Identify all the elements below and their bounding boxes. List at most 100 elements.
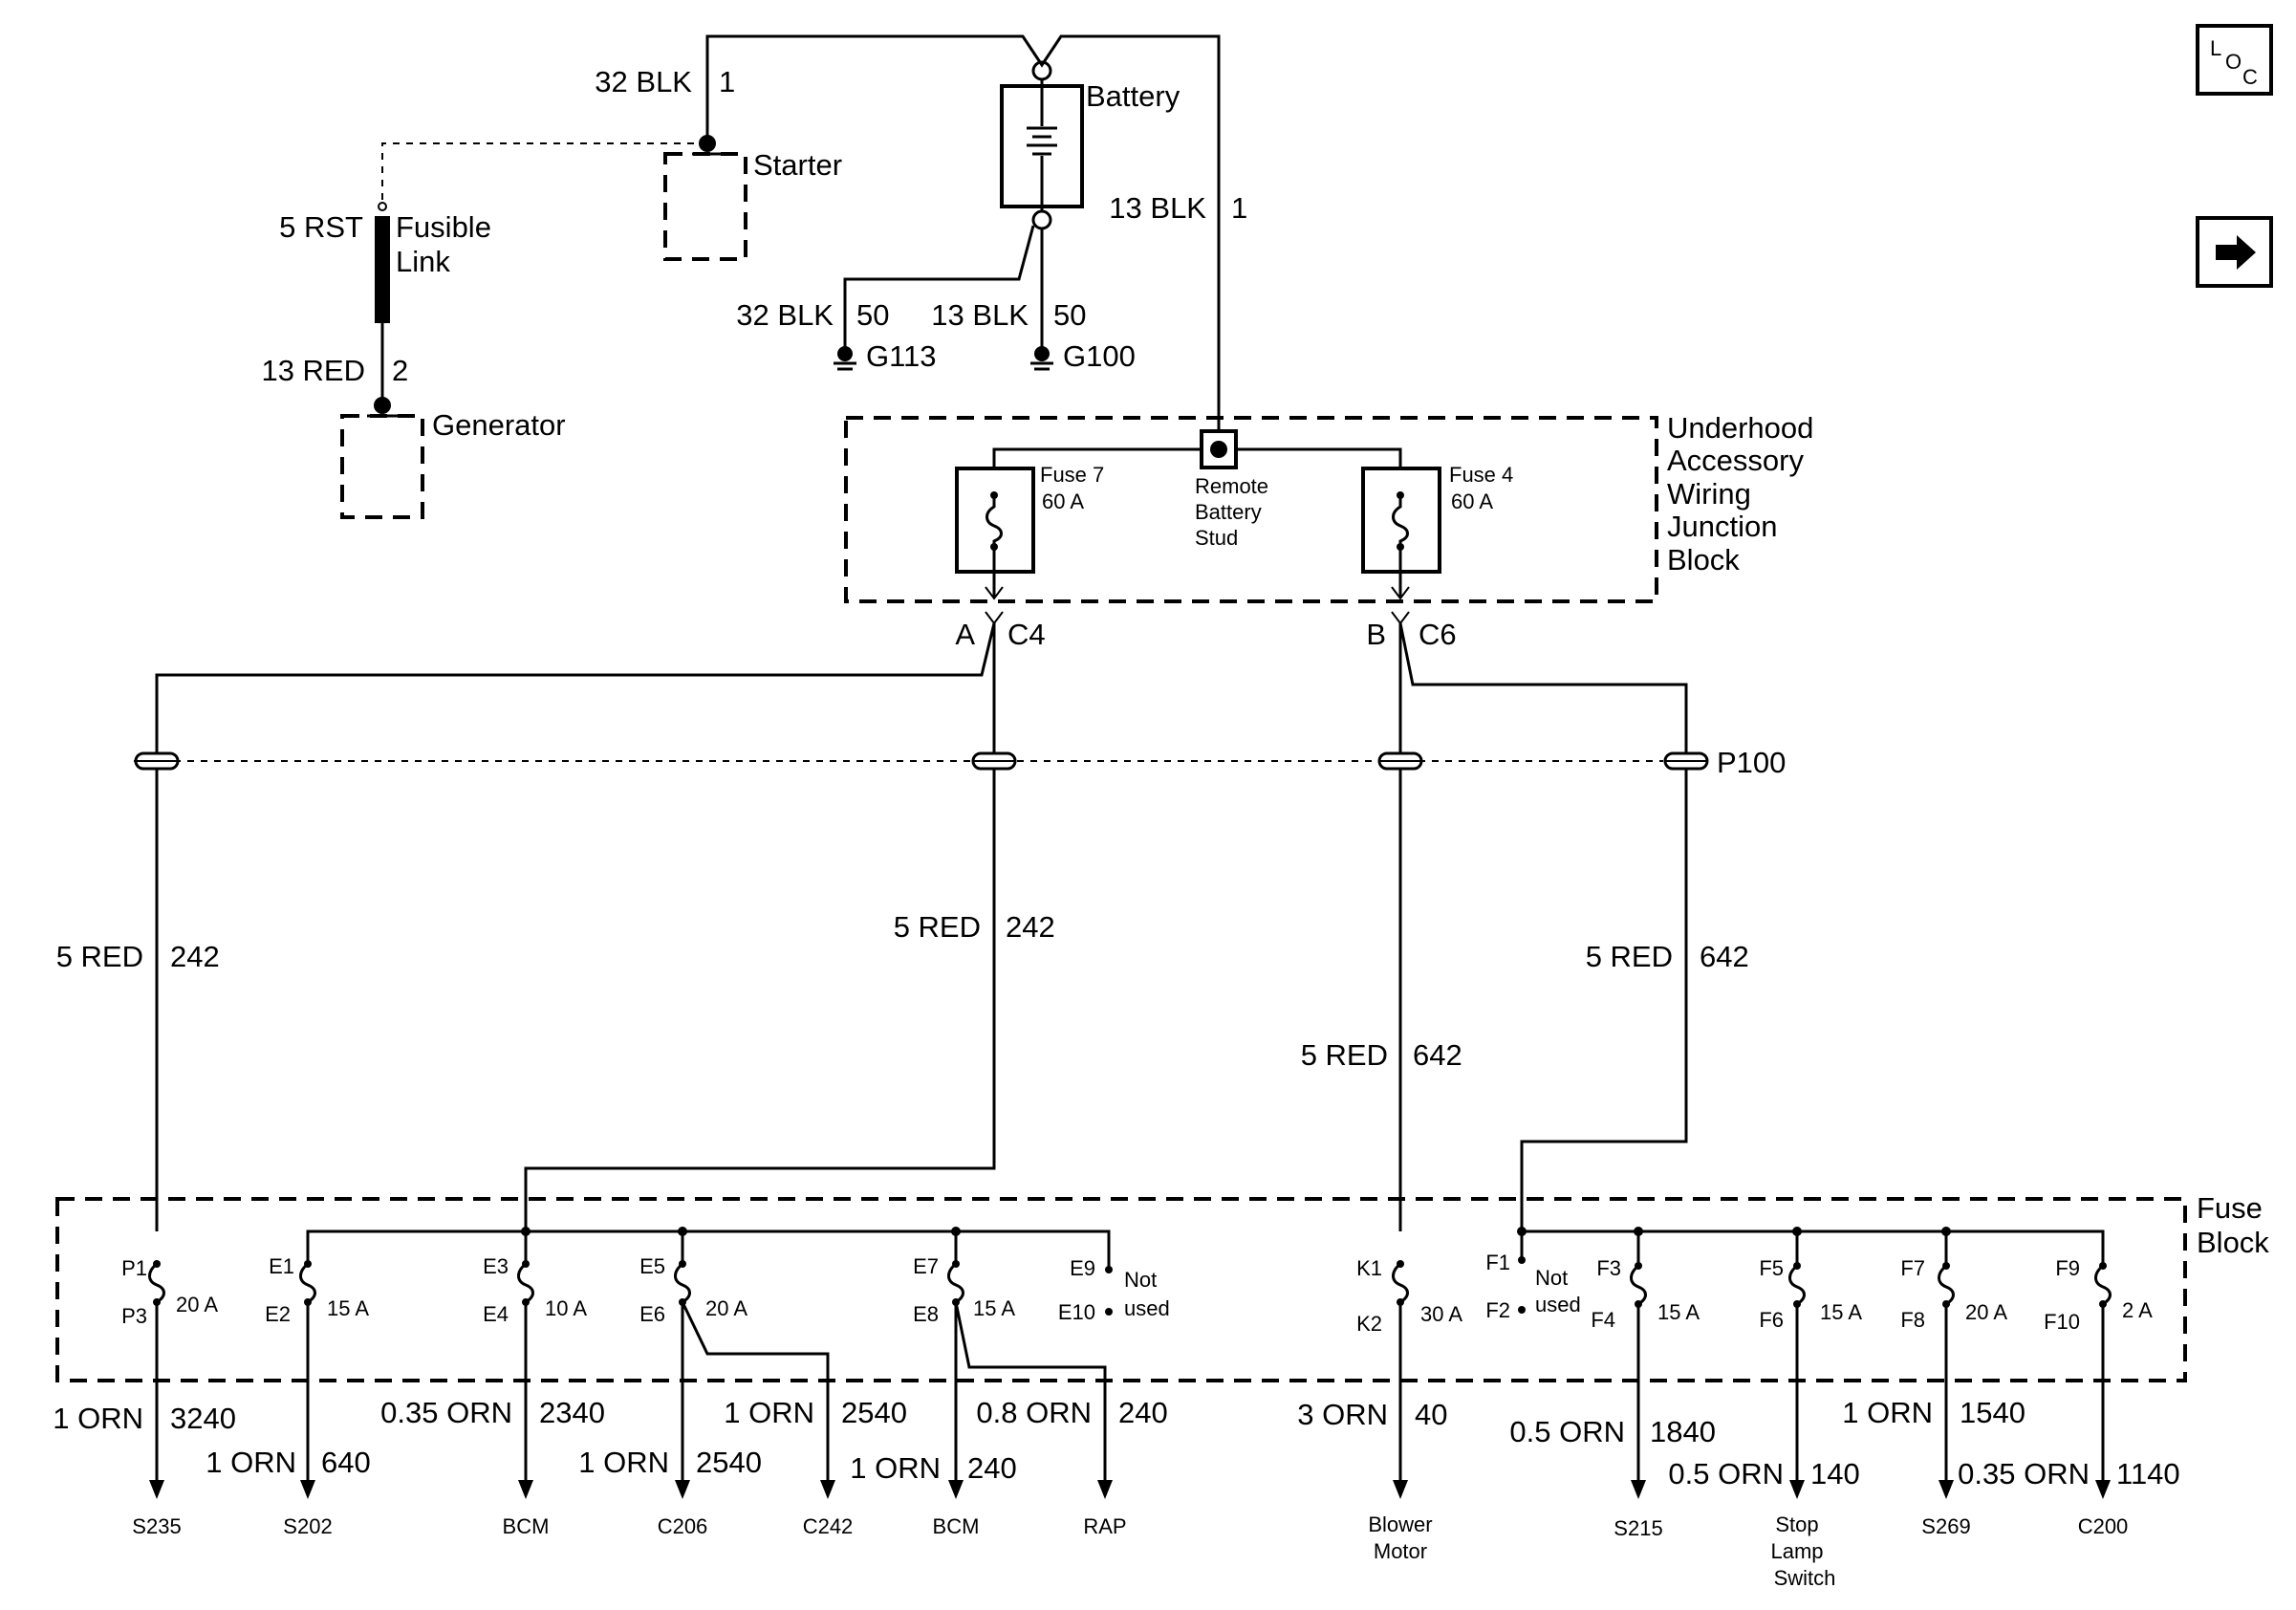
out-5-circuit: 2540 [841,1396,907,1429]
out-1-wire: 1 ORN [53,1402,143,1435]
out-8-wire: 3 ORN [1297,1398,1388,1431]
junction-pin-label: 1 [1231,191,1247,225]
out-3-wire: 0.35 ORN [380,1396,512,1429]
fuse-k1-k2 [1392,1260,1409,1306]
mid-wire-1-label: 5 RED [56,940,143,973]
fuse-block: Fuse Block [55,1191,2269,1382]
out-11-wire: 1 ORN [1842,1396,1933,1429]
out-1-circuit: 3240 [170,1402,236,1435]
generator-label: Generator [432,408,566,442]
fuse-f7-f8 [1938,1231,1955,1308]
fuse-label-e7: E7 [913,1254,939,1278]
dest-blower-1: Blower [1368,1512,1432,1536]
out-9-circuit: 1840 [1650,1415,1716,1448]
fusible-wire-label: 5 RST [279,210,363,244]
fuse-label-f2: F2 [1485,1298,1510,1322]
component-locator-button[interactable]: L O C [2196,24,2273,96]
fuse-label-f10: F10 [2044,1310,2080,1334]
fuse-rating-f1-1: Not [1535,1266,1568,1290]
junction-wire-label: 13 BLK [1109,191,1206,225]
output-wiring: 1 ORN 3240 1 ORN 640 0.35 ORN 2340 1 ORN… [53,1301,2180,1590]
fuse-block-title-2: Block [2197,1226,2269,1259]
junction-block-title-4: Junction [1667,510,1777,543]
fuse-label-e10: E10 [1058,1300,1095,1324]
fuse-4-rating: 60 A [1451,490,1493,513]
fuse-f3-f4 [1630,1231,1647,1308]
dest-stop-2: Lamp [1770,1539,1823,1563]
fuse-rating-f1-2: used [1535,1293,1581,1316]
fuse-label-e6: E6 [639,1302,665,1326]
out-2-wire: 1 ORN [206,1446,296,1479]
out-10-circuit: 140 [1810,1457,1860,1490]
battery-label: Battery [1086,79,1180,113]
fuse-label-f8: F8 [1900,1308,1925,1332]
fuse-f5-f6 [1788,1231,1806,1308]
stud-label-2: Battery [1195,500,1262,524]
loc-letter-c: C [2242,65,2258,89]
ground-g100-icon [1030,346,1053,371]
fusible-link-label-1: Fusible [396,210,491,244]
out-4-circuit: 2540 [696,1446,762,1479]
p100-label: P100 [1717,746,1786,779]
fuse-label-f7: F7 [1900,1256,1925,1280]
mid-wiring: P100 5 RED 242 5 RED 242 5 RED 642 5 RED… [56,622,1786,1231]
out-7-circuit: 240 [1118,1396,1168,1429]
fuse-rating-e5: 20 A [705,1296,747,1320]
p100-connector-4 [1663,751,1709,771]
junction-block-title-1: Underhood [1667,411,1813,445]
connector-a-label: A [955,618,975,651]
fuse-rating-k1: 30 A [1420,1302,1462,1326]
gen-wire-label: 13 RED [261,354,365,387]
fuse-f1-f2 [1518,1252,1526,1314]
out-4-wire: 1 ORN [578,1446,669,1479]
junction-block-title-5: Block [1667,543,1740,577]
next-page-button[interactable] [2196,216,2273,288]
dest-stop-3: Switch [1774,1566,1836,1590]
starter-label: Starter [753,148,842,182]
fuse-rating-f9: 2 A [2122,1298,2153,1322]
fuse-block-title-1: Fuse [2197,1191,2263,1225]
fuse-label-f3: F3 [1596,1256,1621,1280]
fuse-rating-e1: 15 A [327,1296,369,1320]
fuse-rating-e9-2: used [1124,1296,1170,1320]
fuse-e7-e8 [947,1231,964,1306]
ground-g113-icon [834,346,856,371]
fuse-label-f5: F5 [1759,1256,1784,1280]
out-7-wire: 0.8 ORN [976,1396,1092,1429]
fuse-label-e8: E8 [913,1302,939,1326]
fuse-rating-f3: 15 A [1657,1300,1700,1324]
fuse-7-rating: 60 A [1042,490,1084,513]
fuse-7-name: Fuse 7 [1040,463,1104,487]
fuse-e9-e10 [1105,1252,1113,1316]
p100-connector-3 [1377,751,1423,771]
dest-blower-2: Motor [1374,1539,1427,1563]
fuse-label-e4: E4 [483,1302,509,1326]
junction-block-title-2: Accessory [1667,444,1804,477]
out-10-wire: 0.5 ORN [1668,1457,1784,1490]
fuse-4-name: Fuse 4 [1449,463,1513,487]
fuse-label-f9: F9 [2055,1256,2080,1280]
fuse-label-e5: E5 [639,1254,665,1278]
fuse-rating-e7: 15 A [973,1296,1015,1320]
p100-connector-1 [134,751,180,771]
fuse-label-f1: F1 [1485,1251,1510,1274]
g113-wire-label: 32 BLK [736,298,834,332]
out-5-wire: 1 ORN [724,1396,814,1429]
fuse-rating-f5: 15 A [1820,1300,1862,1324]
mid-wire-2-circuit: 242 [1006,910,1055,944]
out-6-wire: 1 ORN [850,1451,941,1485]
fuse-label-f4: F4 [1591,1308,1615,1332]
starter-component [663,152,747,261]
mid-wire-4-label: 5 RED [1586,940,1673,973]
loc-letter-o: O [2225,50,2242,74]
gen-pin-label: 2 [392,354,408,387]
underhood-junction-block: Underhood Accessory Wiring Junction Bloc… [844,411,1813,603]
fuse-label-k1: K1 [1356,1256,1382,1280]
mid-wire-2-label: 5 RED [894,910,981,944]
dest-s215: S215 [1614,1516,1662,1540]
p100-connector-2 [971,751,1017,771]
g100-circuit-label: 50 [1053,298,1086,332]
dest-stop-1: Stop [1775,1512,1818,1536]
loc-letter-l: L [2210,36,2221,60]
fuse-label-f6: F6 [1759,1308,1784,1332]
